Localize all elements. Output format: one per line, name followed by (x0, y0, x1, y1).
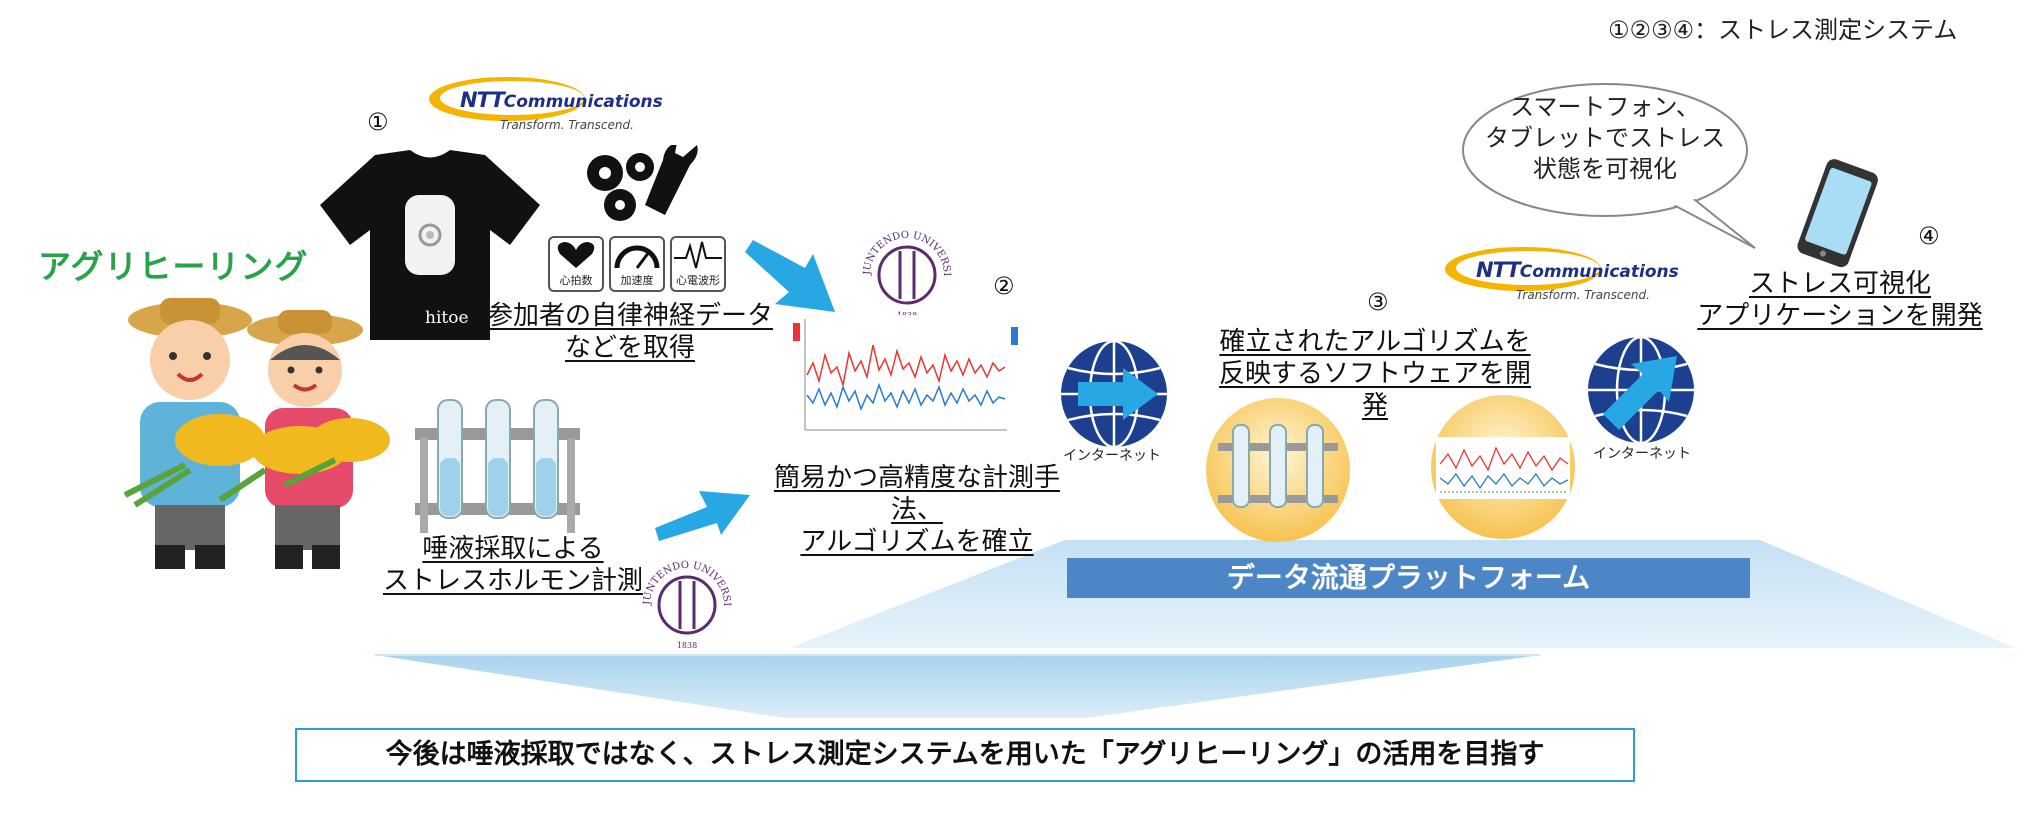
step3-label: 確立されたアルゴリズムを 反映するソフトウェアを開発 (1210, 326, 1540, 422)
ntt-brand-word-2: Communications (1519, 262, 1679, 282)
speech-bubble-text: スマートフォン、 タブレットでストレス 状態を可視化 (1470, 92, 1740, 185)
ntt-brand-word: Communications (503, 92, 663, 112)
arrow-to-step2-upper (745, 240, 835, 312)
platform-tubes-circle (1206, 398, 1350, 542)
test-tubes-illustration (415, 399, 580, 533)
step3-label-line1: 確立されたアルゴリズムを (1219, 327, 1531, 357)
step1-label-line1: 参加者の自律神経データ (486, 301, 773, 331)
ntt-tagline: Transform. Transcend. (500, 118, 634, 132)
ntt-swoosh-icon-2 (1445, 247, 1601, 291)
ntt-brand-text: NTTCommunications (460, 88, 663, 112)
step4-label: ストレス可視化 アプリケーションを開発 (1690, 268, 1990, 332)
step2-label-line1: 簡易かつ高精度な計測手法、 (773, 463, 1060, 525)
bubble-line3: 状態を可視化 (1533, 155, 1677, 183)
bubble-line2: タブレットでストレス (1485, 124, 1725, 152)
ntt-tagline-2: Transform. Transcend. (1516, 288, 1650, 302)
ntt-logo-1: NTTCommunications Transform. Transcend. (422, 66, 663, 136)
step4-label-line2: アプリケーションを開発 (1697, 301, 1983, 331)
ntt-prefix-2: NTT (1476, 258, 1521, 282)
step2-label-line2: アルゴリズムを確立 (800, 527, 1034, 557)
juntendo-year-bottom: 1838 (677, 641, 697, 650)
data-platform-bar: データ流通プラットフォーム (1067, 558, 1750, 598)
juntendo-arc-text-top: JUNTENDO UNIVERSITY (860, 225, 952, 276)
hitoe-shirt-illustration (320, 150, 540, 340)
internet-globe-icon-1 (1061, 339, 1167, 449)
acceleration-icon: 加速度 (609, 236, 665, 292)
juntendo-arc-text-bottom: JUNTENDO UNIVERSITY (640, 555, 732, 606)
step4-number: ④ (1918, 222, 1940, 250)
legend-note: ①②③④：ストレス測定システム (1608, 16, 1958, 44)
gears-wrench-icon (587, 145, 698, 221)
step2-number: ② (993, 272, 1015, 300)
svg-text:JUNTENDO UNIVERSITY: JUNTENDO UNIVERSITY (640, 555, 732, 606)
juntendo-logo-bottom: JUNTENDO UNIVERSITY 1838 (640, 555, 732, 650)
step1-label: 参加者の自律神経データ などを取得 (480, 300, 780, 364)
heart-rate-caption: 心拍数 (559, 274, 593, 287)
platform-chart-circle (1431, 395, 1575, 539)
speech-bubble (1462, 83, 1756, 249)
ntt-brand-text-2: NTTCommunications (1476, 258, 1679, 282)
ecg-icon: 心電波形 (670, 236, 726, 292)
step1-number: ① (367, 108, 389, 136)
juntendo-logo-top: JUNTENDO UNIVERSITY 1838 (860, 225, 952, 320)
ntt-logo-2: NTTCommunications Transform. Transcend. (1438, 236, 1679, 306)
ntt-swoosh-icon (429, 77, 585, 121)
ntt-prefix: NTT (460, 88, 505, 112)
ecg-caption: 心電波形 (676, 274, 720, 287)
heart-icon (557, 242, 595, 268)
step2-label: 簡易かつ高精度な計測手法、 アルゴリズムを確立 (752, 462, 1082, 558)
step3-label-line2: 反映するソフトウェアを開発 (1218, 359, 1531, 421)
hitoe-brand-text: hitoe (425, 308, 469, 328)
svg-text:JUNTENDO UNIVERSITY: JUNTENDO UNIVERSITY (860, 225, 952, 276)
arrow-to-step2-lower (655, 491, 750, 541)
farmers-illustration (123, 298, 390, 569)
goal-banner: 今後は唾液採取ではなく、ストレス測定システムを用いた「アグリヒーリング」の活用を… (295, 728, 1635, 782)
step3-number: ③ (1367, 288, 1389, 316)
internet-label-2: インターネット (1593, 446, 1691, 462)
internet-label-1: インターネット (1063, 448, 1161, 464)
step4-label-line1: ストレス可視化 (1748, 269, 1931, 299)
bubble-line1: スマートフォン、 (1510, 93, 1700, 121)
speedometer-icon (614, 245, 660, 269)
ecg-waveform-icon (674, 241, 722, 269)
heart-rate-icon: 心拍数 (548, 236, 604, 292)
saliva-label: 唾液採取による ストレスホルモン計測 (378, 533, 648, 597)
acceleration-caption: 加速度 (620, 274, 654, 287)
saliva-label-line1: 唾液採取による (422, 534, 604, 564)
measurement-chart-illustration (775, 315, 1035, 440)
internet-globe-icon-2 (1588, 335, 1694, 445)
step1-label-line2: などを取得 (564, 333, 695, 363)
agri-healing-title: アグリヒーリング (38, 247, 309, 286)
smartphone-icon (1797, 159, 1878, 268)
saliva-label-line2: ストレスホルモン計測 (382, 566, 643, 596)
